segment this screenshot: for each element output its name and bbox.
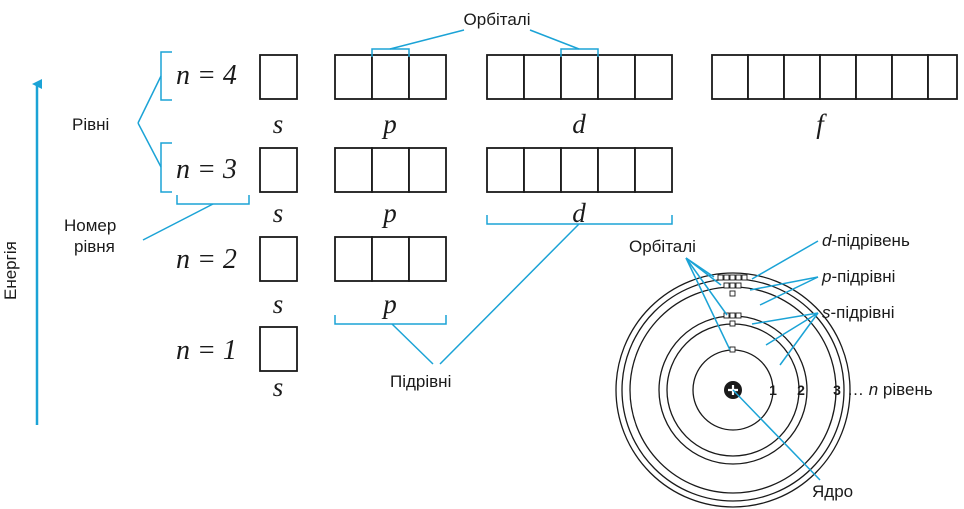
orbital-box-4d bbox=[597, 54, 636, 100]
orbital-box-4f bbox=[747, 54, 785, 100]
levels-label: Рівні bbox=[72, 115, 109, 134]
orbital-box-4p bbox=[371, 54, 410, 100]
orbital-box-4d bbox=[560, 54, 599, 100]
sublevel-letter-4f: f bbox=[816, 109, 827, 139]
sublevel-letter-1s: s bbox=[273, 372, 284, 402]
orbital-box-4f bbox=[783, 54, 821, 100]
nucleus-connector bbox=[732, 389, 821, 481]
orbital-box-4f bbox=[927, 54, 958, 100]
sublevel-letter-4s: s bbox=[273, 109, 284, 139]
sublevel-letter-2p: p bbox=[381, 289, 397, 319]
orbital-box-4f bbox=[891, 54, 929, 100]
sublevel-letter-2s: s bbox=[273, 289, 284, 319]
nucleus-label: Ядро bbox=[812, 482, 853, 501]
shell-ring bbox=[615, 272, 851, 508]
sublevel-letter-4p: p bbox=[381, 109, 397, 139]
orbital-box-4p bbox=[408, 54, 447, 100]
orbitals-top-label: Орбіталі bbox=[464, 10, 531, 29]
orbital-box-4f bbox=[711, 54, 749, 100]
orbital-box-3d bbox=[523, 147, 562, 193]
orbital-box-2p bbox=[408, 236, 447, 282]
ring-number: 3 bbox=[833, 382, 841, 398]
energy-label: Енергія bbox=[1, 241, 20, 300]
level-number-label: Номер рівня bbox=[64, 216, 121, 256]
orbital-box-4s bbox=[259, 54, 298, 100]
level-number-connector bbox=[142, 195, 250, 241]
level-label-n3: n = 3 bbox=[176, 154, 237, 185]
orbital-box-4p bbox=[334, 54, 373, 100]
orbital-box-3d bbox=[597, 147, 636, 193]
level-label-n4: n = 4 bbox=[176, 60, 237, 91]
sublevels-connectors bbox=[334, 215, 673, 365]
orbital-box-4d bbox=[634, 54, 673, 100]
level-label-n1: n = 1 bbox=[176, 335, 237, 366]
orbital-box-1s bbox=[259, 326, 298, 372]
ring-number: 1 bbox=[769, 382, 777, 398]
orbitals-top-connectors bbox=[371, 29, 599, 57]
orbital-box-3s bbox=[259, 147, 298, 193]
atom-model: 1 2 3 bbox=[615, 272, 851, 508]
ring-number: 2 bbox=[797, 382, 805, 398]
orbital-box-3p bbox=[334, 147, 373, 193]
orbital-box-4f bbox=[855, 54, 893, 100]
s-sublevel-label: s-підрівні bbox=[822, 303, 895, 322]
orbital-box-4f bbox=[819, 54, 857, 100]
orbital-box-3p bbox=[371, 147, 410, 193]
p-sublevel-label: p-підрівні bbox=[821, 267, 895, 286]
orbital-box-2p bbox=[371, 236, 410, 282]
orbital-boxes bbox=[259, 54, 958, 372]
orbital-box-3d bbox=[560, 147, 599, 193]
sublevel-letter-3d: d bbox=[572, 198, 586, 228]
orbital-box-3d bbox=[486, 147, 525, 193]
n-level-label: … n рівень bbox=[847, 380, 933, 399]
sublevels-label: Підрівні bbox=[390, 372, 451, 391]
orbitals-atom-label: Орбіталі bbox=[629, 237, 696, 256]
sublevel-letter-4d: d bbox=[572, 109, 586, 139]
orbital-box-2s bbox=[259, 236, 298, 282]
level-label-n2: n = 2 bbox=[176, 244, 237, 275]
levels-brackets bbox=[137, 51, 172, 193]
orbital-box-4d bbox=[486, 54, 525, 100]
sublevel-letter-3s: s bbox=[273, 198, 284, 228]
orbital-box-4d bbox=[523, 54, 562, 100]
orbitals-atom-connectors bbox=[685, 257, 731, 351]
d-sublevel-label: d-підрівень bbox=[822, 231, 910, 250]
ring-orbital-squares bbox=[717, 274, 748, 353]
sublevel-letter-3p: p bbox=[381, 198, 397, 228]
orbital-box-3d bbox=[634, 147, 673, 193]
orbital-box-3p bbox=[408, 147, 447, 193]
sublevel-connectors bbox=[749, 240, 819, 366]
orbital-box-2p bbox=[334, 236, 373, 282]
